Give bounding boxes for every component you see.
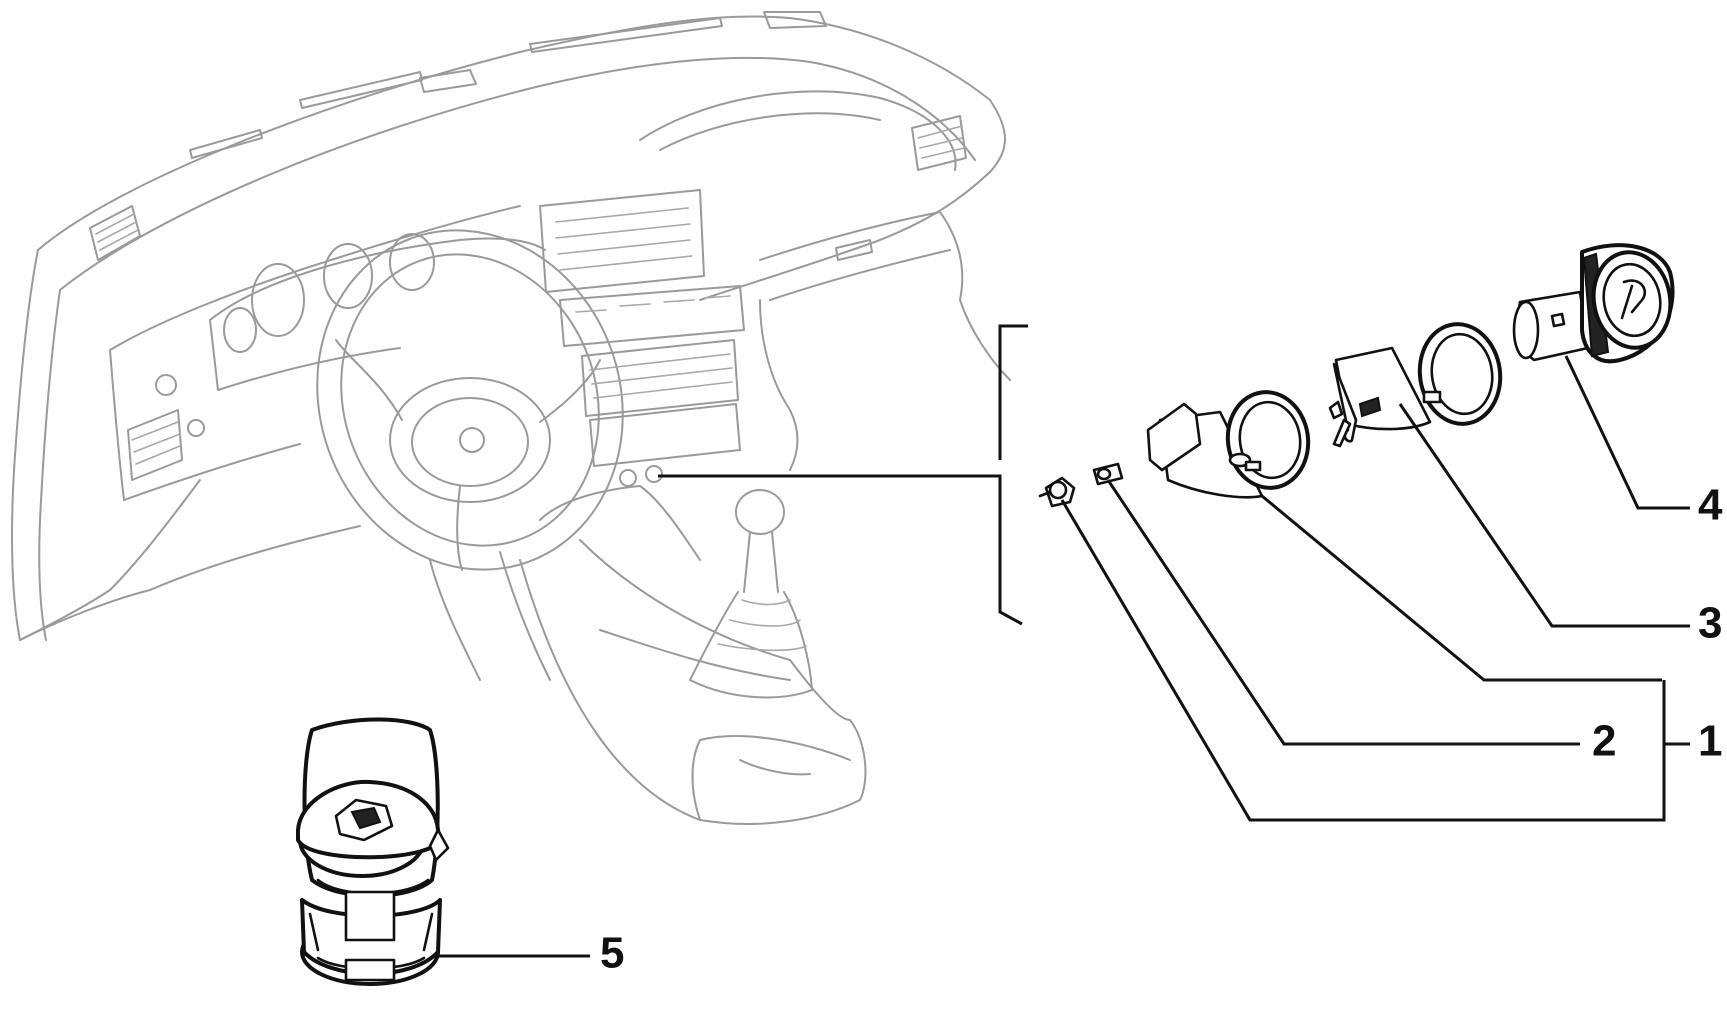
- dashboard-drawing: [11, 11, 1011, 825]
- bracket-lines: [658, 324, 1028, 626]
- socket-housing-part: [1146, 390, 1311, 499]
- leader-2: [1261, 494, 1662, 682]
- callout-2: 2: [1592, 717, 1616, 766]
- callout-3: 3: [1698, 599, 1722, 648]
- callout-1: 1: [1698, 717, 1722, 766]
- callout-4: 4: [1698, 481, 1723, 530]
- socket-part: [1328, 322, 1503, 448]
- cap-part: [296, 717, 450, 986]
- leader-4: [1564, 355, 1690, 510]
- bulb-holder-part: [1092, 462, 1124, 486]
- lighter-part: [1512, 243, 1675, 364]
- leader-lines: [436, 355, 1690, 958]
- leader-1: [1060, 499, 1666, 822]
- leader-2b: [1106, 479, 1580, 746]
- bulb-part: [1038, 476, 1076, 508]
- callout-5: 5: [600, 929, 624, 978]
- leader-3: [1398, 403, 1690, 628]
